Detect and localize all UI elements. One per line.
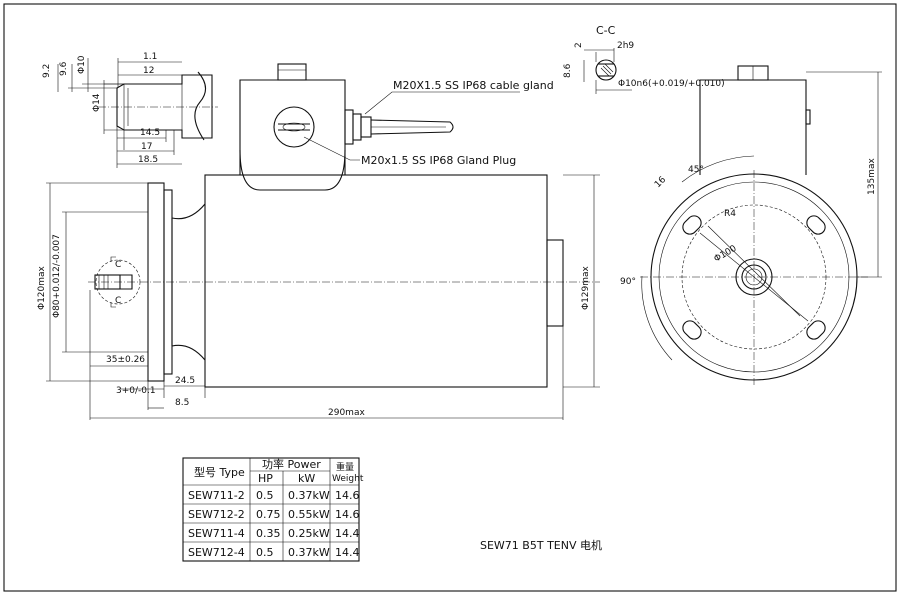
dim-1-1: 1.1 — [143, 52, 157, 62]
dim-16: 16 — [653, 175, 668, 190]
side-view: 45° 16 R4 Φ100 90° 135max — [620, 65, 882, 385]
dim-45: 45° — [688, 165, 704, 175]
row-weight: 14.6 — [335, 489, 360, 502]
dim-9-6: 9.6 — [59, 61, 69, 76]
header-weight: Weight — [332, 474, 364, 484]
dim-phi10: Φ10 — [77, 55, 87, 74]
section-mark-bottom: C — [115, 296, 121, 306]
row-kw: 0.37kW — [288, 546, 330, 559]
row-kw: 0.25kW — [288, 527, 330, 540]
dim-35: 35±0.26 — [106, 355, 145, 365]
row-hp: 0.35 — [256, 527, 281, 540]
drawing-title: SEW71 B5T TENV 电机 — [480, 538, 602, 552]
row-hp: 0.5 — [256, 546, 274, 559]
row-hp: 0.5 — [256, 489, 274, 502]
dim-3: 3+0/-0.1 — [116, 386, 156, 396]
dim-r4: R4 — [724, 209, 736, 219]
dim-2: 2 — [574, 42, 584, 48]
dim-24-5: 24.5 — [175, 376, 195, 386]
row-weight: 14.6 — [335, 508, 360, 521]
dim-12: 12 — [143, 66, 154, 76]
row-type: SEW711-2 — [188, 489, 245, 502]
cable-gland-label: M20X1.5 SS IP68 cable gland — [393, 79, 554, 92]
row-type: SEW711-4 — [188, 527, 245, 540]
dim-135max: 135max — [867, 158, 877, 195]
section-c-c: C-C 2 2h9 8.6 Φ10n6(+0.019/+0.010) — [563, 24, 725, 94]
table-row: SEW711-4 0.35 0.25kW 14.4 — [188, 527, 360, 540]
shaft-detail: 9.2 9.6 Φ10 Φ14 1.1 12 14.5 17 18.5 — [42, 52, 218, 168]
header-type: 型号 Type — [194, 465, 245, 479]
dim-17: 17 — [141, 142, 152, 152]
row-type: SEW712-2 — [188, 508, 245, 521]
table-row: SEW711-2 0.5 0.37kW 14.6 — [188, 489, 360, 502]
drawing-border — [3, 3, 897, 592]
dim-290max: 290max — [328, 408, 365, 418]
dim-phi80: Φ80+0.012/-0.007 — [52, 234, 62, 318]
dim-phi10n6: Φ10n6(+0.019/+0.010) — [618, 79, 725, 89]
dim-9-2: 9.2 — [42, 64, 52, 78]
header-weight-cn: 重量 — [336, 461, 354, 473]
spec-table: 型号 Type 功率 Power HP kW 重量 Weight SEW711-… — [182, 457, 364, 562]
section-title: C-C — [596, 24, 616, 37]
row-weight: 14.4 — [335, 546, 360, 559]
dim-18-5: 18.5 — [138, 155, 158, 165]
header-kw: kW — [298, 472, 315, 485]
dim-8-5: 8.5 — [175, 398, 189, 408]
row-kw: 0.37kW — [288, 489, 330, 502]
section-mark-top: C — [115, 260, 121, 270]
dim-90: 90° — [620, 277, 636, 287]
dim-phi129max: Φ129max — [581, 265, 591, 310]
dim-8-6: 8.6 — [563, 63, 573, 78]
table-row: SEW712-4 0.5 0.37kW 14.4 — [188, 546, 360, 559]
dim-14-5: 14.5 — [140, 128, 160, 138]
table-row: SEW712-2 0.75 0.55kW 14.6 — [188, 508, 360, 521]
dim-2h9: 2h9 — [617, 41, 634, 51]
front-view: M20X1.5 SS IP68 cable gland M20x1.5 SS I… — [37, 63, 600, 420]
dim-phi14: Φ14 — [92, 93, 102, 112]
row-hp: 0.75 — [256, 508, 281, 521]
gland-plug-label: M20x1.5 SS IP68 Gland Plug — [361, 154, 516, 167]
row-weight: 14.4 — [335, 527, 360, 540]
dim-phi120max: Φ120max — [37, 265, 47, 310]
header-power: 功率 Power — [262, 457, 321, 471]
row-type: SEW712-4 — [188, 546, 245, 559]
row-kw: 0.55kW — [288, 508, 330, 521]
header-hp: HP — [258, 472, 273, 485]
